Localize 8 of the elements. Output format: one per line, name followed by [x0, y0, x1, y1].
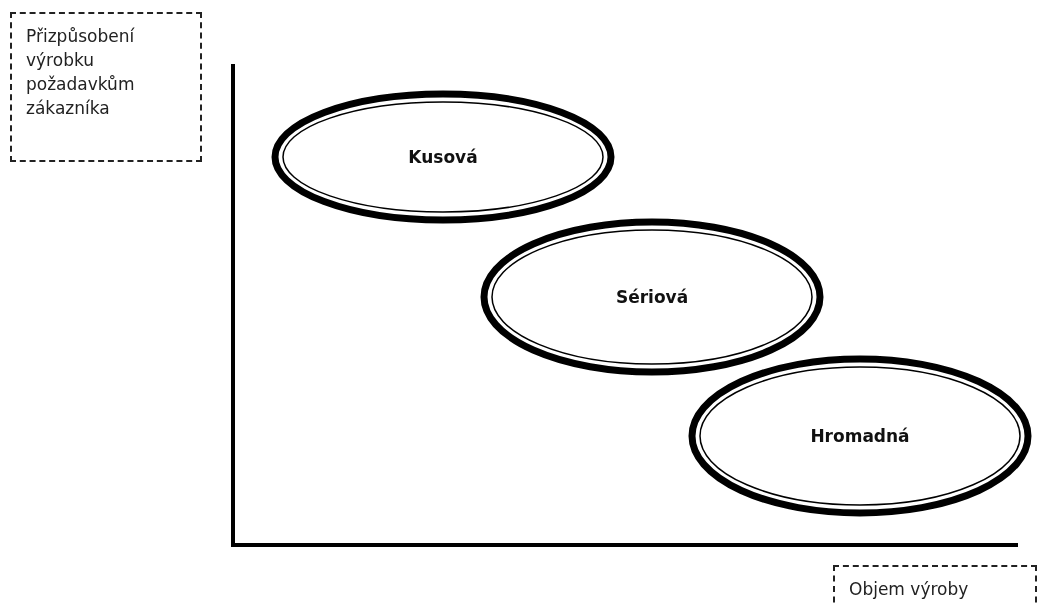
production-type-ellipse: [480, 218, 824, 376]
production-type-ellipse: [271, 90, 615, 224]
ellipse-label: Hromadná: [810, 426, 910, 446]
ellipse-label: Sériová: [615, 287, 689, 307]
ellipse-label: Kusová: [408, 147, 478, 167]
axis-label-box: Objem výroby: [833, 565, 1037, 605]
axis-label-box: Přizpůsobení výrobku požadavkům zákazníka: [10, 12, 202, 162]
production-type-ellipse: [688, 355, 1032, 517]
